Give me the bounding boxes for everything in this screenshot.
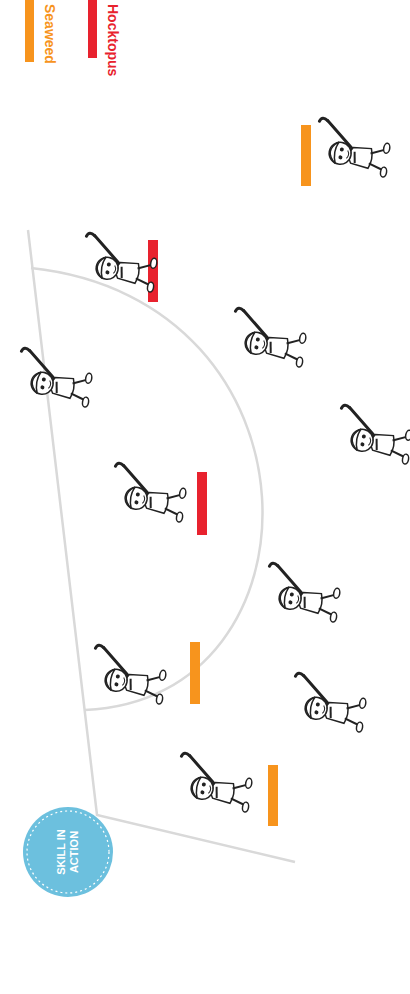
badge-label: SKILL IN ACTION <box>55 820 80 884</box>
legend-swatch <box>25 0 34 62</box>
skill-badge: SKILL IN ACTION <box>22 806 114 898</box>
legend-label: Hocktopus <box>105 4 121 76</box>
legend-label: Seaweed <box>42 4 58 64</box>
legend-swatch <box>88 0 97 58</box>
